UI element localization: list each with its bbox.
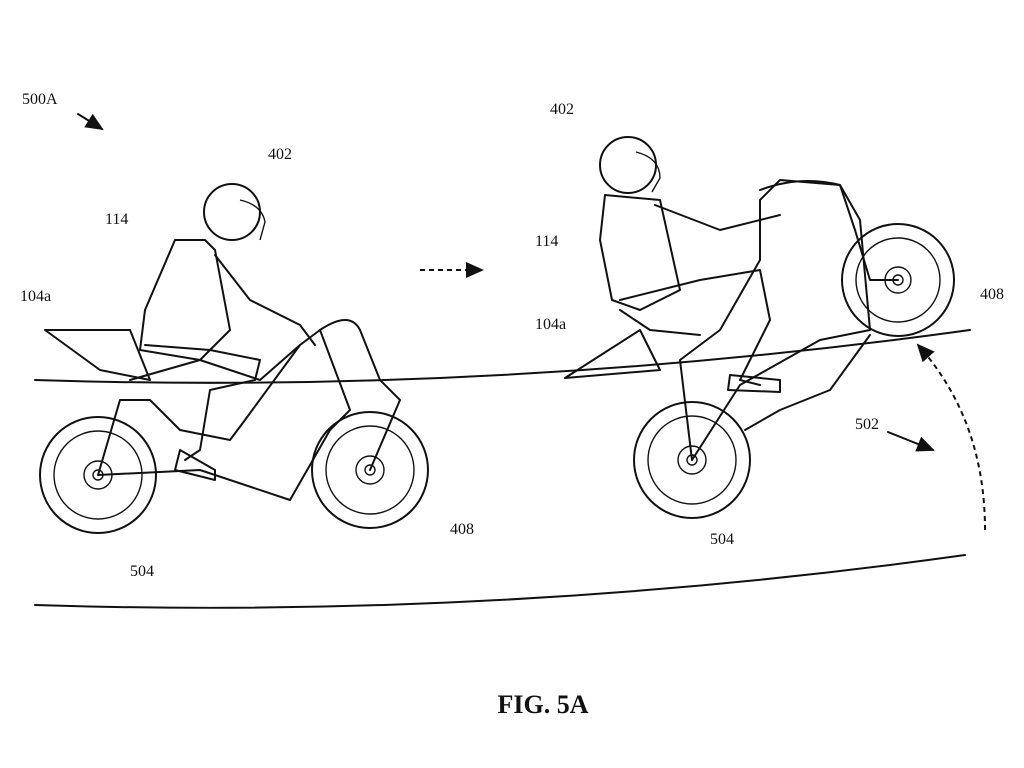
rotation-label: 502	[855, 416, 879, 433]
reference-label: 500A	[22, 91, 58, 108]
ground-upper-line	[34, 329, 971, 384]
right-front-wheel-label: 408	[980, 286, 1004, 303]
right-vest-label: 114	[535, 233, 559, 250]
left-rider-label: 402	[268, 146, 292, 163]
figure-caption: FIG. 5A	[497, 690, 589, 719]
right-rider-label: 402	[550, 101, 574, 118]
left-vest-label: 114	[105, 211, 129, 228]
right-rear-wheel	[633, 401, 751, 519]
left-rear-wheel-label: 504	[130, 563, 154, 580]
reference-arrow	[77, 113, 104, 131]
right-motorcycle	[564, 136, 955, 519]
ground-lower-line	[34, 554, 966, 609]
right-airbag-label: 104a	[535, 316, 567, 333]
right-rear-wheel-label: 504	[710, 531, 734, 548]
left-airbag-label: 104a	[20, 288, 52, 305]
left-airbag-104a	[44, 329, 151, 381]
left-rear-wheel	[39, 416, 157, 534]
rotation-leader-arrow	[887, 431, 935, 452]
right-airbag-104a	[564, 329, 661, 379]
left-front-wheel-label: 408	[450, 521, 474, 538]
left-front-wheel	[311, 411, 429, 529]
left-motorcycle	[39, 183, 429, 534]
rotation-arrow	[916, 343, 986, 531]
